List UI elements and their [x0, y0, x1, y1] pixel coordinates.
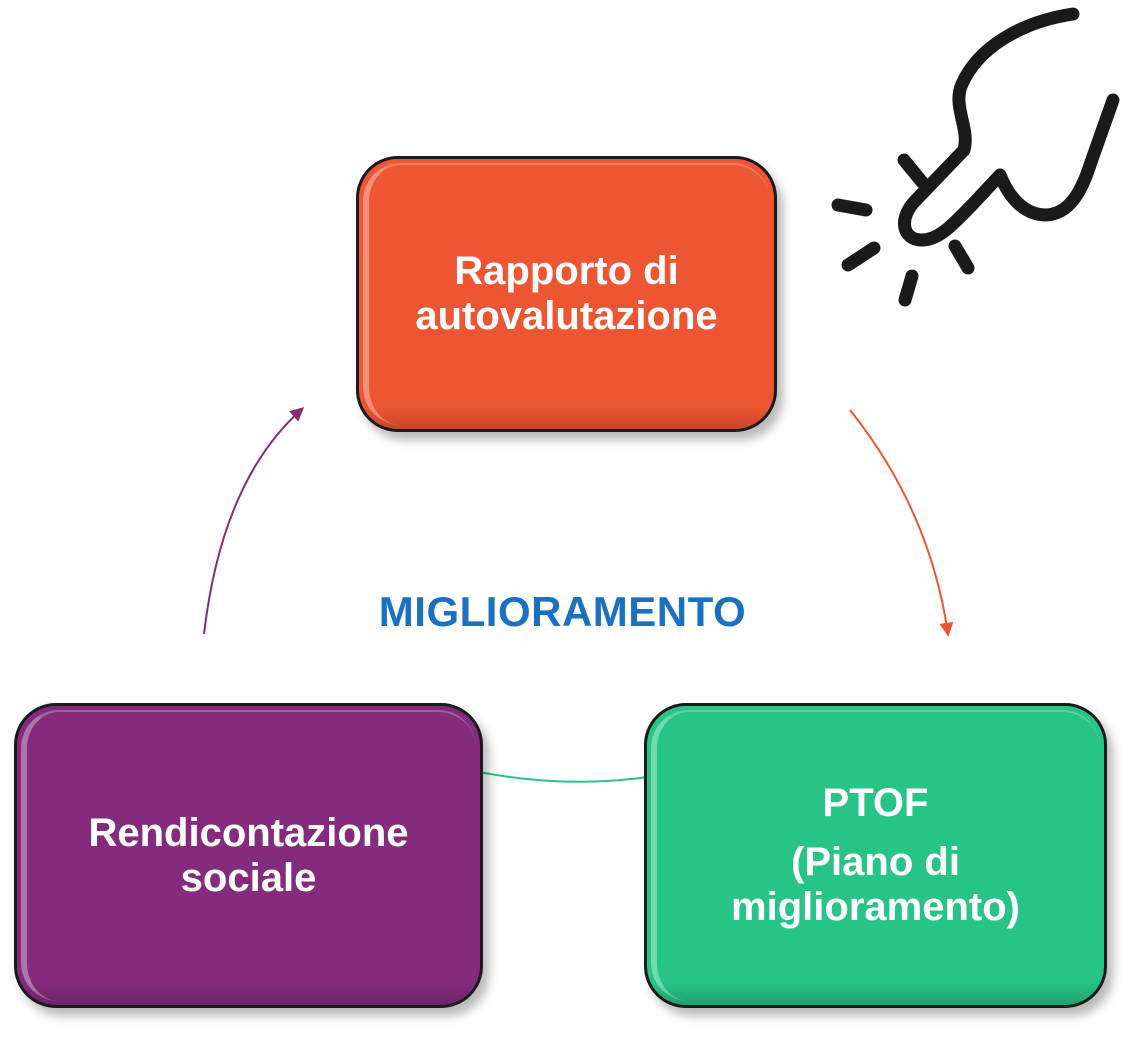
- node-ptof-line2: miglioramento): [731, 884, 1020, 929]
- node-rav-line2: autovalutazione: [415, 294, 718, 338]
- node-rs-line1: Rendicontazione: [88, 810, 409, 855]
- arrow-rs-to-rav: [203, 407, 305, 635]
- node-ptof-line1: (Piano di: [791, 840, 960, 885]
- node-rapporto-autovalutazione: Rapporto di autovalutazione: [356, 156, 777, 432]
- node-ptof-title: PTOF: [822, 781, 929, 826]
- arrow-rav-to-ptof: [849, 409, 954, 637]
- node-rendicontazione-sociale: Rendicontazione sociale: [14, 703, 483, 1008]
- center-label: MIGLIORAMENTO: [378, 588, 747, 635]
- node-ptof: PTOF (Piano di miglioramento): [644, 703, 1107, 1008]
- node-rs-line2: sociale: [180, 855, 317, 900]
- node-rav-line1: Rapporto di: [454, 249, 679, 294]
